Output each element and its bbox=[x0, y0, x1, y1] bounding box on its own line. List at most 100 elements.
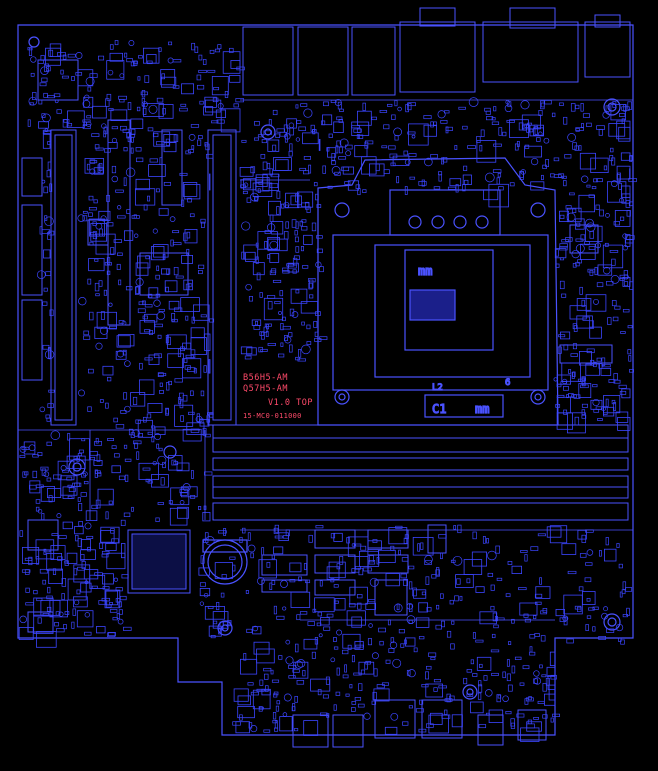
smd-part bbox=[333, 637, 337, 642]
smd-part bbox=[302, 265, 309, 269]
smd-part bbox=[478, 724, 487, 729]
smd-part bbox=[442, 157, 448, 163]
via-part bbox=[77, 214, 85, 222]
smd-part bbox=[261, 547, 265, 556]
smd-part bbox=[104, 148, 111, 153]
smd-part bbox=[353, 128, 362, 133]
ic-part bbox=[214, 562, 233, 579]
ic-part bbox=[303, 720, 319, 736]
ic-part bbox=[585, 225, 603, 242]
smd-part bbox=[614, 305, 621, 310]
smd-part bbox=[628, 201, 634, 207]
smd-part bbox=[629, 155, 633, 162]
smd-part bbox=[540, 635, 546, 642]
ic-part bbox=[181, 254, 194, 264]
smd-part bbox=[63, 119, 70, 123]
ic-part bbox=[449, 178, 462, 187]
smd-part bbox=[367, 638, 372, 646]
smd-part bbox=[94, 144, 100, 149]
via-part bbox=[601, 612, 608, 620]
smd-part bbox=[111, 538, 119, 544]
smd-part bbox=[387, 619, 391, 626]
via-part bbox=[371, 652, 379, 660]
smd-part bbox=[538, 110, 543, 116]
smd-part bbox=[196, 74, 202, 81]
smd-part bbox=[46, 477, 52, 482]
smd-part bbox=[492, 169, 502, 173]
smd-part bbox=[118, 320, 125, 324]
ic-part bbox=[239, 658, 258, 675]
ic-part bbox=[208, 359, 211, 374]
ic-part bbox=[511, 565, 523, 575]
smd-part bbox=[288, 332, 293, 338]
smd-part bbox=[269, 214, 274, 223]
ic-part bbox=[151, 474, 169, 488]
smd-part bbox=[514, 143, 519, 151]
board-outline bbox=[17, 24, 634, 736]
ic-part bbox=[267, 238, 288, 252]
smd-part bbox=[271, 679, 280, 683]
ic-part bbox=[199, 419, 210, 427]
smd-part bbox=[613, 221, 620, 226]
smd-part bbox=[118, 279, 122, 286]
ic-part bbox=[170, 487, 190, 506]
smd-part bbox=[355, 566, 361, 570]
smd-part bbox=[482, 536, 486, 544]
smd-part bbox=[111, 126, 119, 130]
smd-part bbox=[146, 60, 153, 65]
smd-part bbox=[308, 282, 313, 290]
smd-part bbox=[598, 636, 606, 640]
smd-part bbox=[137, 308, 146, 314]
smd-part bbox=[534, 593, 543, 599]
smd-part bbox=[298, 349, 302, 358]
ic-part bbox=[111, 465, 121, 474]
smd-part bbox=[627, 325, 633, 329]
via-part bbox=[295, 137, 301, 142]
smd-part bbox=[105, 511, 109, 520]
smd-part bbox=[109, 609, 118, 613]
smd-part bbox=[39, 226, 43, 235]
smd-part bbox=[24, 557, 33, 561]
smd-part bbox=[168, 380, 172, 386]
smd-part bbox=[408, 705, 413, 709]
smd-part bbox=[27, 47, 33, 51]
smd-part bbox=[306, 206, 311, 213]
smd-part bbox=[41, 513, 45, 521]
via-part bbox=[40, 66, 49, 75]
ic-part bbox=[621, 193, 631, 204]
large-ics bbox=[27, 59, 613, 616]
smd-part bbox=[44, 215, 48, 221]
smd-part bbox=[572, 208, 577, 213]
smd-part bbox=[62, 54, 67, 60]
smd-part bbox=[619, 390, 627, 395]
smd-part bbox=[141, 98, 145, 107]
smd-part bbox=[107, 376, 112, 382]
smd-part bbox=[309, 294, 314, 299]
smd-part bbox=[545, 159, 549, 168]
via-part bbox=[247, 544, 256, 553]
smd-part bbox=[491, 117, 496, 121]
smd-part bbox=[445, 126, 449, 134]
smd-part bbox=[158, 372, 167, 377]
via-part bbox=[282, 606, 287, 611]
ic-part bbox=[354, 145, 368, 158]
smd-part bbox=[555, 404, 561, 408]
smd-part bbox=[401, 557, 409, 562]
smd-part bbox=[58, 535, 67, 539]
smd-part bbox=[424, 560, 432, 565]
smd-part bbox=[353, 672, 362, 676]
smd-part bbox=[106, 222, 114, 227]
smd-part bbox=[584, 577, 592, 583]
smd-part bbox=[111, 165, 117, 174]
smd-part bbox=[363, 567, 372, 572]
smd-part bbox=[76, 589, 81, 595]
ic-part bbox=[462, 174, 472, 185]
ic-part bbox=[124, 230, 134, 241]
via-part bbox=[95, 222, 103, 230]
smd-part bbox=[291, 219, 297, 228]
smd-part bbox=[92, 231, 98, 240]
smd-part bbox=[316, 204, 322, 208]
ic-part bbox=[229, 75, 241, 83]
smd-part bbox=[194, 46, 199, 53]
smd-part bbox=[310, 124, 315, 132]
